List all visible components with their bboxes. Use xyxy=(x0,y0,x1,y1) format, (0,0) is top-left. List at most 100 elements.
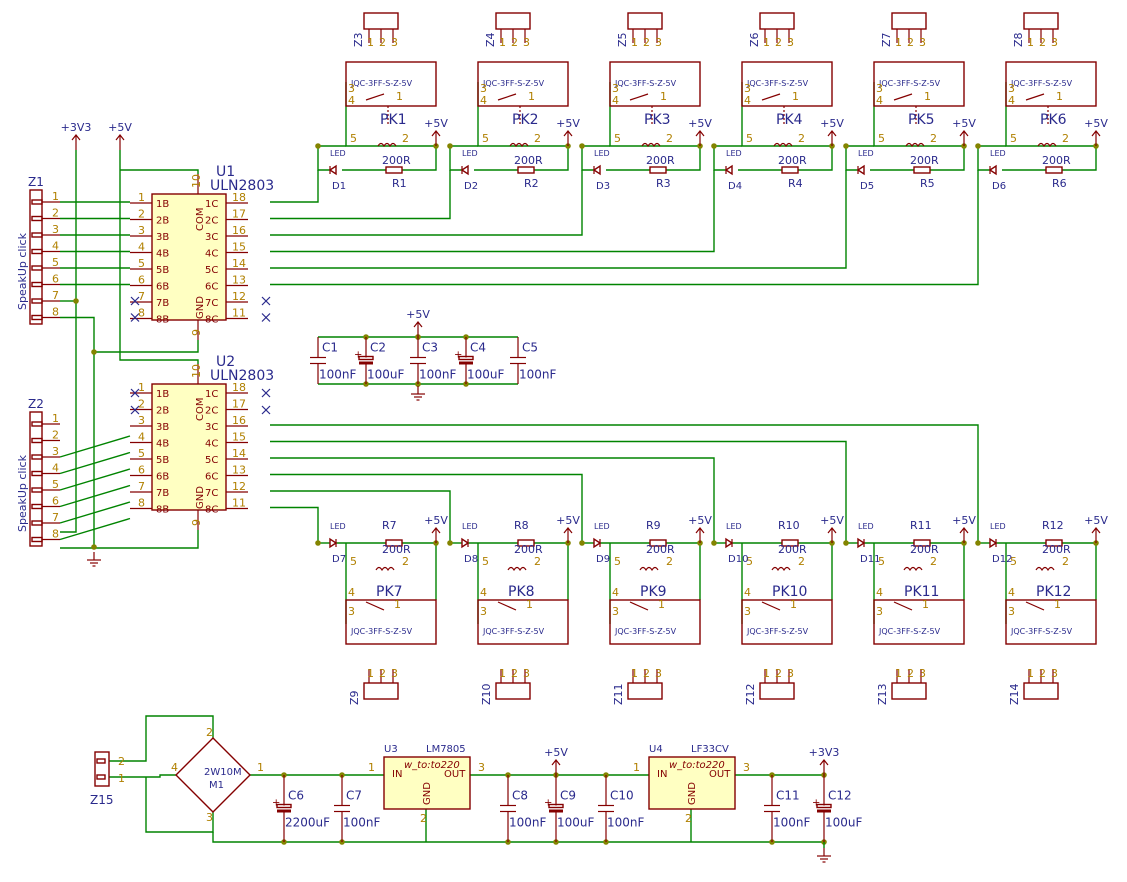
relay-contact xyxy=(365,93,385,101)
relay-ref: PK2 xyxy=(512,112,539,128)
resistor-body xyxy=(913,539,931,547)
relay-body xyxy=(873,599,965,645)
relay-body xyxy=(345,599,437,645)
reg-pin-name: OUT xyxy=(709,769,731,780)
ic-pin-number: 2 xyxy=(138,208,145,221)
connector-ref: Z6 xyxy=(748,32,761,47)
ic-pin-number: 6 xyxy=(138,464,145,477)
no-connect-mark xyxy=(261,296,271,306)
capacitor-plate xyxy=(459,361,473,365)
relay-connector xyxy=(363,682,399,700)
connector-pin-number: 1 xyxy=(367,36,374,49)
connector-pin-number: 1 xyxy=(367,667,374,680)
relay-connector xyxy=(627,682,663,700)
connector-pin-number: 3 xyxy=(787,667,794,680)
ic-pin-number: 14 xyxy=(232,257,246,270)
relay-pin-number: 2 xyxy=(798,555,805,568)
ic-pin-name: 3B xyxy=(156,422,169,433)
connector-pin-number: 2 xyxy=(907,36,914,49)
led-label: LED xyxy=(330,149,346,158)
relay-pin-number: 2 xyxy=(666,132,673,145)
connector-pin xyxy=(96,774,106,780)
capacitor-plate xyxy=(816,803,832,809)
connector-pin-number: 3 xyxy=(655,667,662,680)
power-arrow xyxy=(431,130,441,137)
ic-pin-number: 1 xyxy=(138,191,145,204)
relay-body xyxy=(741,61,833,107)
wire xyxy=(270,170,979,286)
psu-connector xyxy=(94,751,110,787)
ic-pin-name: 4B xyxy=(156,439,169,450)
relay-pin-number: 3 xyxy=(480,82,487,95)
relay-pin-number: 3 xyxy=(1008,82,1015,95)
relay-pin-number: 2 xyxy=(402,555,409,568)
power-arrow xyxy=(1091,130,1101,137)
resistor-value: 200R xyxy=(1042,154,1071,167)
bridge-pin-number: 2 xyxy=(206,726,213,739)
power-arrow xyxy=(695,130,705,137)
relay-pin-number: 2 xyxy=(1062,132,1069,145)
power-label: +3V3 xyxy=(809,746,840,759)
power-label: +5V xyxy=(952,514,976,527)
led-label: LED xyxy=(330,522,346,531)
led-label: LED xyxy=(726,149,742,158)
led-label: LED xyxy=(990,149,1006,158)
led-ref: D11 xyxy=(860,554,880,565)
power-arrow xyxy=(1091,527,1101,534)
connector-pin-number: 3 xyxy=(52,445,59,458)
relay-coil xyxy=(1037,142,1057,148)
relay-pin-number: 1 xyxy=(396,90,403,103)
power-label: +5V xyxy=(1084,117,1108,130)
ic-pin-number: 17 xyxy=(232,208,246,221)
capacitor-value: 100nF xyxy=(607,816,645,830)
connector-pin-number: 7 xyxy=(52,511,59,524)
connector-ref: Z7 xyxy=(880,32,893,47)
wire xyxy=(59,468,131,491)
relay-pin-number: 2 xyxy=(534,555,541,568)
relay-pin-number: 4 xyxy=(1008,94,1015,107)
ic-pin-name: 1C xyxy=(205,199,218,210)
resistor-body xyxy=(649,166,667,174)
junction xyxy=(579,143,585,149)
ic-ref: U2 xyxy=(216,354,235,370)
power-label: +5V xyxy=(424,514,448,527)
relay-value: JQC-3FF-S-Z-5V xyxy=(878,627,941,636)
ic-pin-number: 5 xyxy=(138,447,145,460)
psu-connector-ref: Z15 xyxy=(90,793,114,807)
relay-pin-number: 4 xyxy=(876,94,883,107)
relay-pin-number: 5 xyxy=(482,555,489,568)
relay-coil xyxy=(771,566,791,572)
relay-contact xyxy=(893,601,913,611)
ic-pin-number: 10 xyxy=(190,364,203,378)
connector-pin-number: 2 xyxy=(511,36,518,49)
relay-contact xyxy=(1025,93,1045,101)
connector-pin-number: 1 xyxy=(895,667,902,680)
reg-pin-number: 2 xyxy=(685,812,692,825)
relay-pin-number: 5 xyxy=(746,555,753,568)
polarity-plus: + xyxy=(454,350,462,361)
wire xyxy=(59,435,131,458)
resistor-ref: R5 xyxy=(920,177,935,190)
capacitor-plate xyxy=(458,355,474,361)
power-label: +5V xyxy=(1084,514,1108,527)
connector-pin-number: 5 xyxy=(52,256,59,269)
polarity-plus: + xyxy=(544,798,552,809)
resistor-ref: R6 xyxy=(1052,177,1067,190)
wire xyxy=(145,777,214,833)
ic-pin-name: 5C xyxy=(205,455,218,466)
junction xyxy=(579,540,585,546)
ic-body-u2 xyxy=(151,383,227,511)
connector-pin-number: 8 xyxy=(52,306,59,319)
ic-pin-name: 4C xyxy=(205,439,218,450)
ic-pin-name: 2B xyxy=(156,216,169,227)
ic-pin-number: 9 xyxy=(190,519,203,526)
no-connect-mark xyxy=(261,405,271,415)
connector-ref: Z12 xyxy=(744,683,757,705)
connector-pin-number: 3 xyxy=(1051,667,1058,680)
resistor-body xyxy=(517,539,535,547)
connector-value: SpeakUp click xyxy=(16,232,29,310)
capacitor-value: 100uF xyxy=(557,816,595,830)
connector-pin-number: 1 xyxy=(52,412,59,425)
power-label: +5V xyxy=(544,746,568,759)
relay-contact xyxy=(893,93,913,101)
